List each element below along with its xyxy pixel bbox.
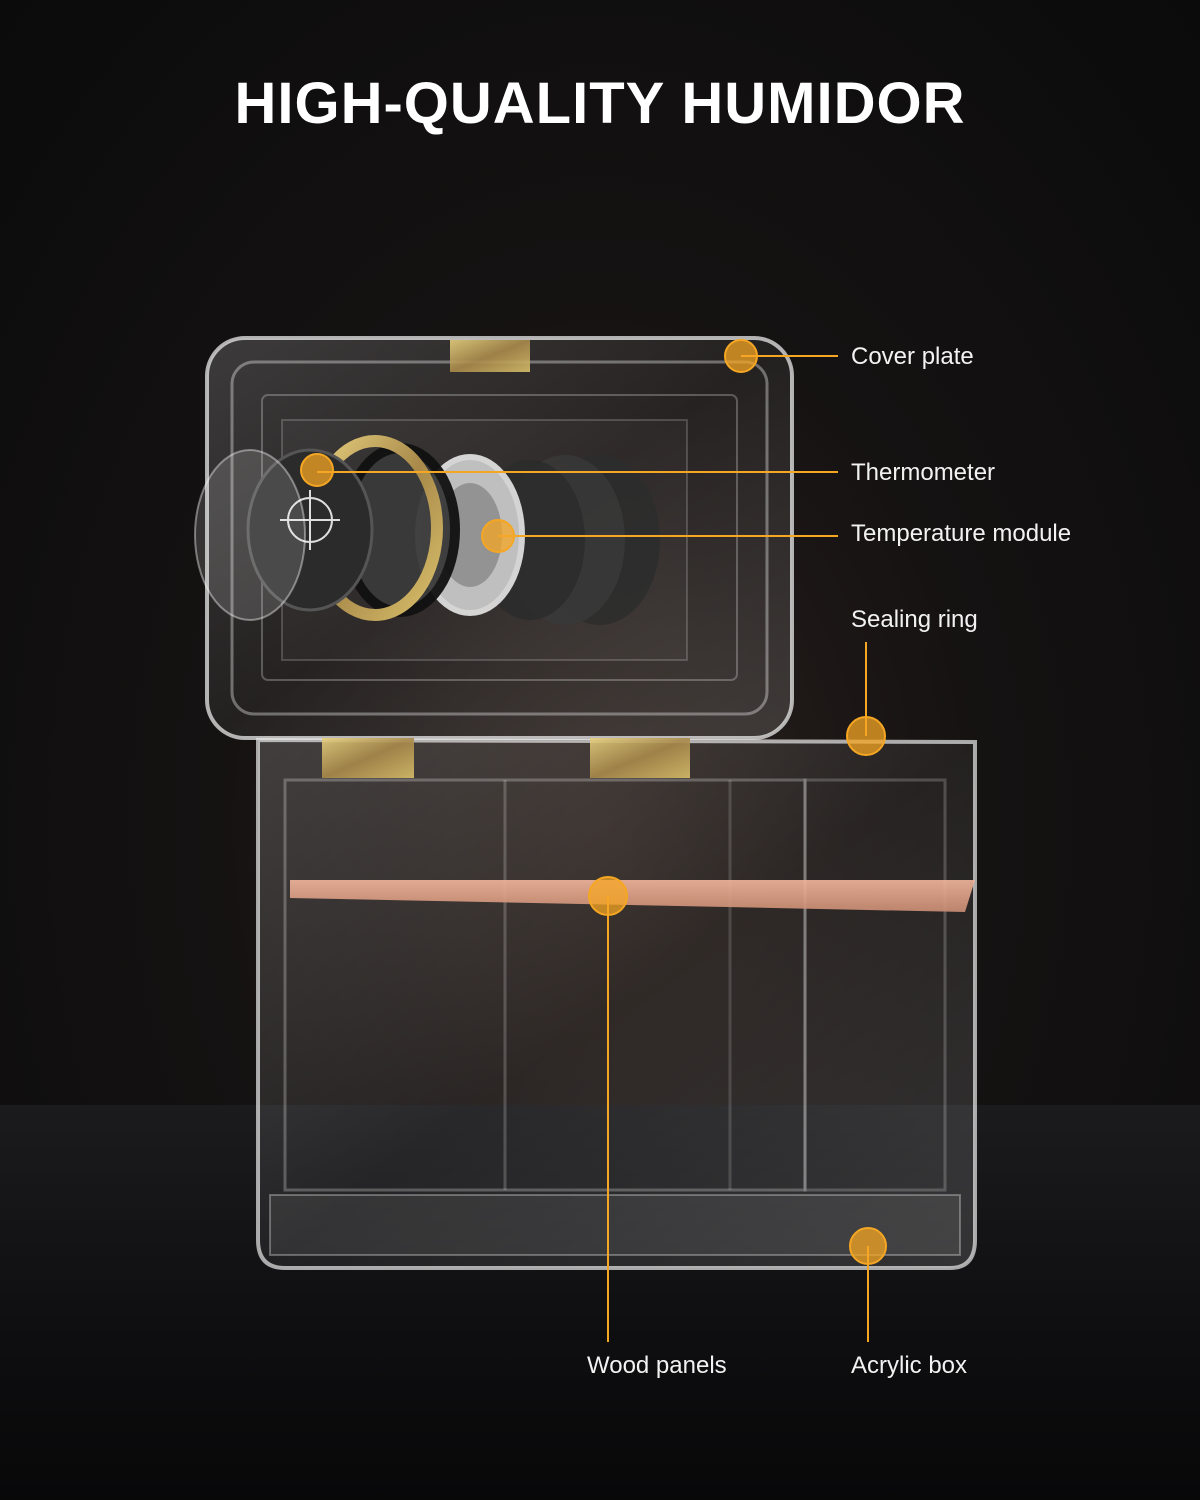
callout-label-wood-panels: Wood panels [587, 1352, 727, 1379]
callout-label-acrylic-box: Acrylic box [851, 1352, 968, 1379]
callout-markers [300, 339, 887, 1342]
thermometer-assembly [194, 435, 660, 625]
callout-label-temperature-module: Temperature module [851, 520, 1072, 547]
callout-label-sealing-ring: Sealing ring [851, 606, 978, 633]
box-body [256, 737, 977, 1270]
callout-label-cover-plate: Cover plate [851, 343, 974, 370]
page-title: HIGH-QUALITY HUMIDOR [234, 71, 966, 136]
callout-label-thermometer: Thermometer [851, 459, 996, 486]
